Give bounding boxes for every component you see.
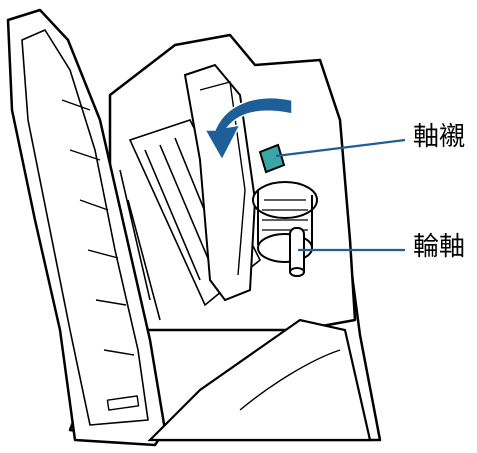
callout-label-bushing: 軸襯 — [413, 124, 465, 150]
callout-label-roller-shaft: 輪軸 — [413, 234, 465, 260]
